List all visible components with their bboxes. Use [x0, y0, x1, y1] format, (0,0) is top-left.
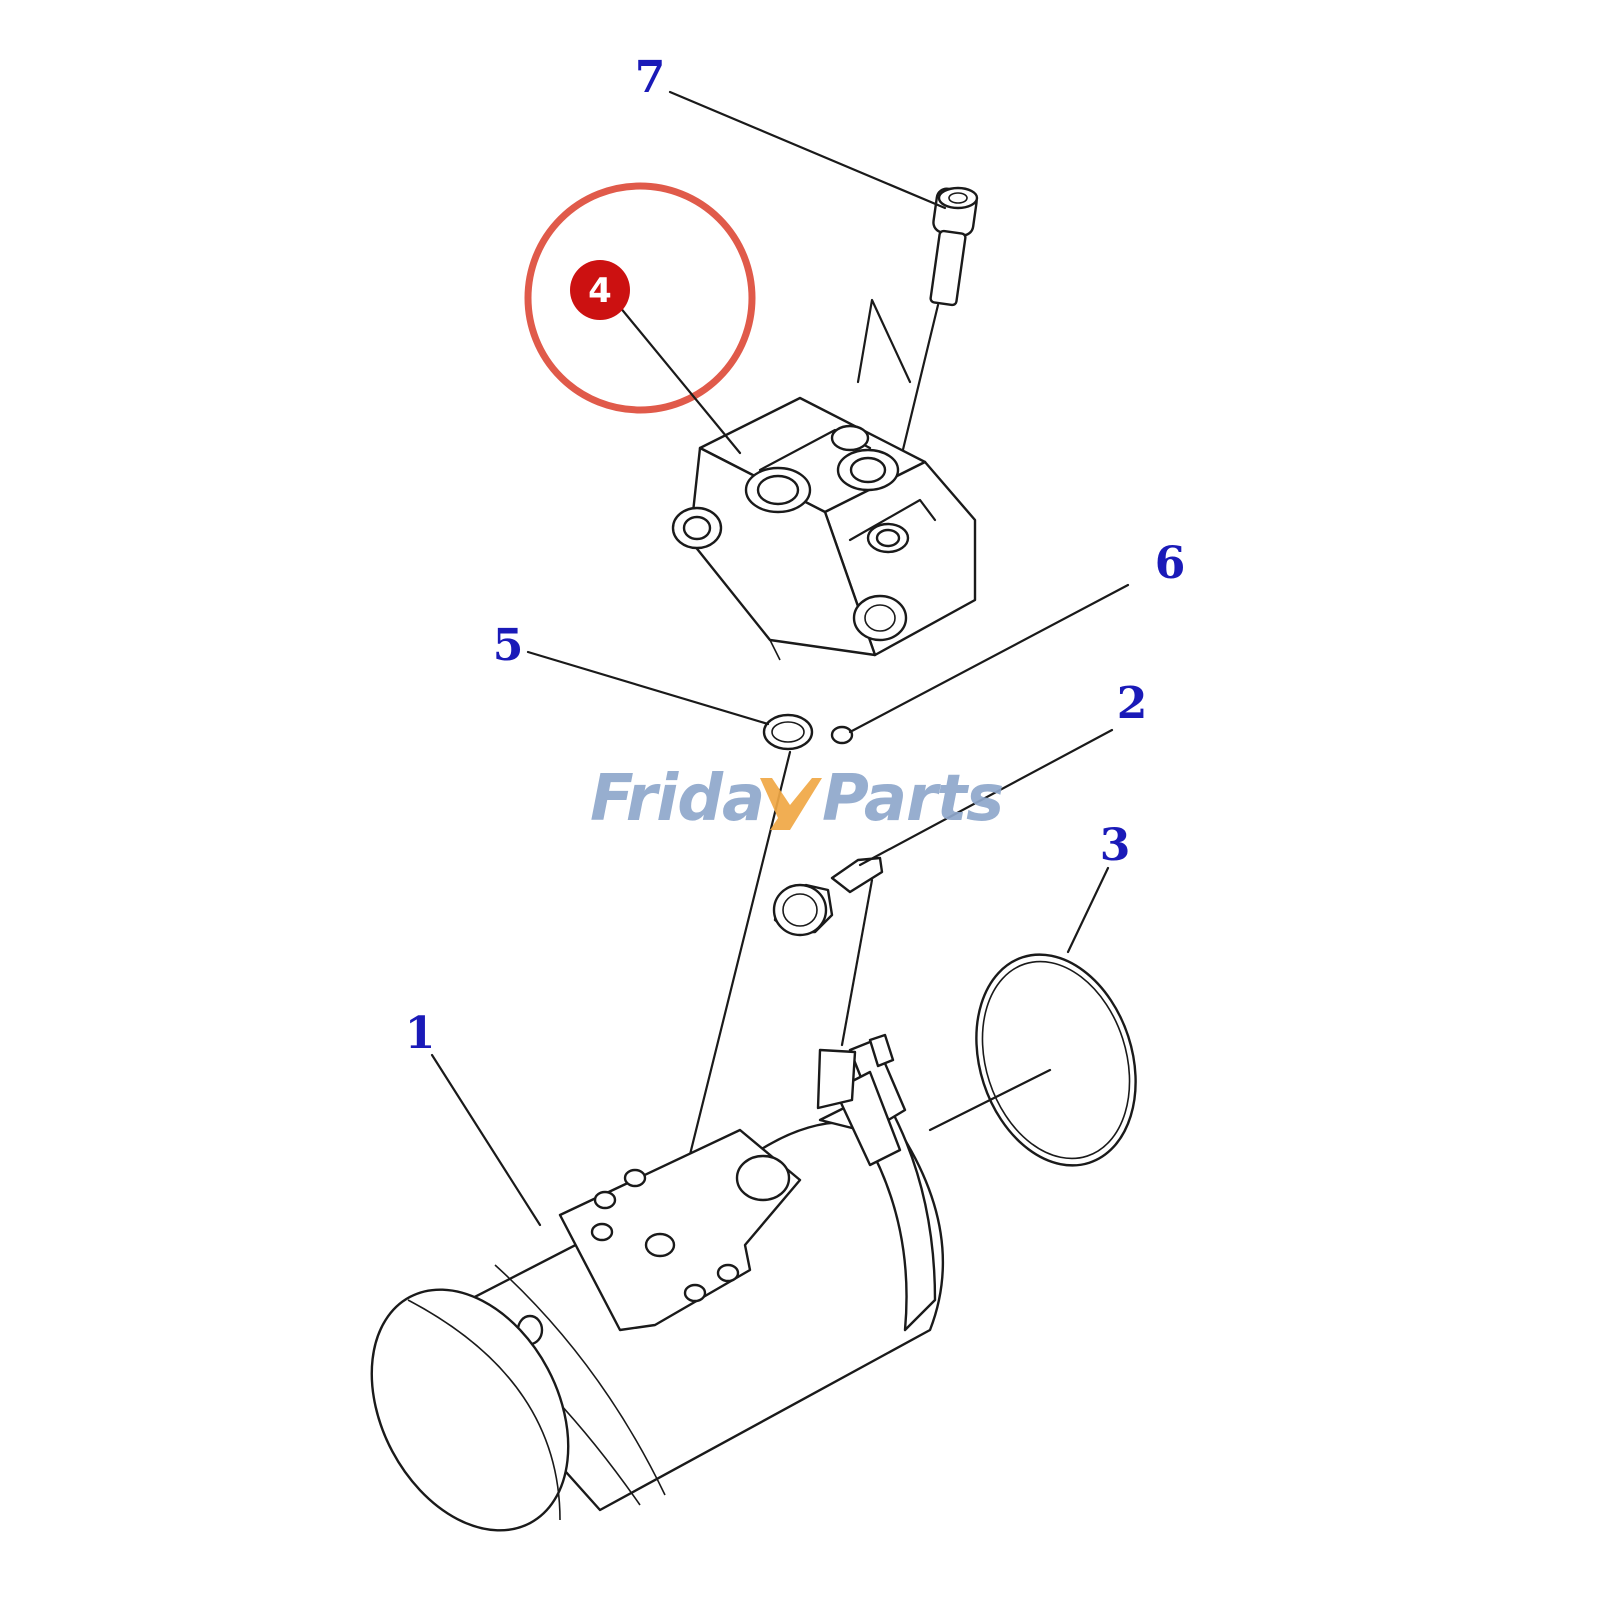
- part-4-badge: 4: [570, 260, 630, 320]
- leader-line-1: [430, 1053, 542, 1227]
- callout-3-number: 3: [1100, 820, 1131, 871]
- part-2-flange-bolt: [772, 856, 884, 937]
- part-6-o-ring: [830, 725, 854, 745]
- callout-1-number: 1: [405, 1008, 436, 1059]
- leader-line-5: [526, 650, 770, 726]
- callout-2-number: 2: [1117, 678, 1148, 729]
- part-7-cap-screw: [929, 186, 979, 307]
- guide-line-3: [928, 1068, 1052, 1132]
- guide-line-7: [898, 303, 940, 464]
- watermark-text-right: Parts: [822, 762, 1003, 836]
- callout-5-number: 5: [493, 620, 524, 671]
- part-1-cylinder-body: [370, 1033, 944, 1532]
- leader-line-6: [848, 583, 1130, 734]
- leader-line-7: [668, 90, 947, 210]
- watermark-text-left: Frida: [590, 762, 764, 836]
- part-4-valve-block: [671, 298, 977, 661]
- watermark-logo: Frida Parts: [590, 762, 1004, 836]
- callout-6-number: 6: [1155, 538, 1186, 589]
- leader-line-3: [1066, 866, 1110, 954]
- highlight-circle-icon: [524, 182, 756, 414]
- watermark-y-mark-icon: [760, 778, 822, 830]
- guide-line-2: [840, 878, 874, 1047]
- leader-line-2: [858, 728, 1114, 867]
- callout-7-number: 7: [635, 52, 666, 103]
- part-5-o-ring: [762, 713, 814, 751]
- callout-4-badge-number: 4: [588, 271, 612, 311]
- leader-line-4: [608, 293, 742, 455]
- part-3-large-o-ring: [975, 953, 1137, 1167]
